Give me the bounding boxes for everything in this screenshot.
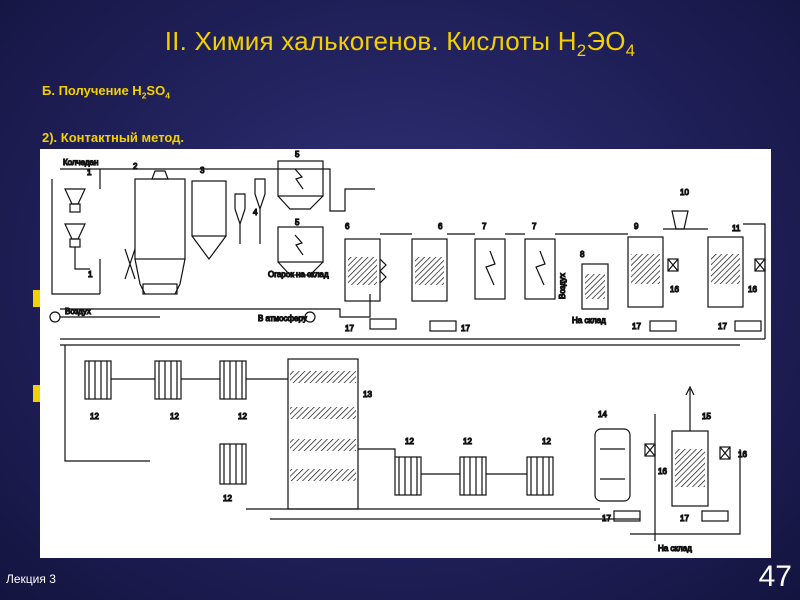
- hidden-text-fragment: [33, 385, 41, 402]
- label-12d: 12: [223, 494, 232, 503]
- slide-title: II. Химия халькогенов. Кислоты H2ЭО4: [164, 26, 636, 61]
- label-1: 1: [87, 168, 92, 177]
- hidden-text-fragment: [33, 290, 41, 307]
- label-17b: 17: [461, 324, 470, 333]
- label-17e: 17: [602, 514, 611, 523]
- label-na-sklad-2: На склад: [658, 544, 692, 553]
- label-vozdukh-mid: Воздух: [558, 273, 567, 299]
- label-13: 13: [363, 390, 372, 399]
- label-17f: 17: [680, 514, 689, 523]
- label-5b: 5: [295, 218, 300, 227]
- label-17d: 17: [718, 322, 727, 331]
- section-heading: Б. Получение H2SO4: [42, 83, 170, 101]
- label-16c: 16: [658, 467, 667, 476]
- label-12f: 12: [463, 437, 472, 446]
- label-9: 9: [634, 222, 639, 231]
- lecture-label: Лекция 3: [6, 572, 56, 586]
- label-10: 10: [680, 188, 689, 197]
- label-12a: 12: [90, 412, 99, 421]
- label-6b: 6: [438, 222, 443, 231]
- label-16b: 16: [748, 285, 757, 294]
- label-7: 7: [482, 222, 487, 231]
- page-number: 47: [758, 560, 792, 593]
- label-12c: 12: [238, 412, 247, 421]
- label-7b: 7: [532, 222, 537, 231]
- label-14: 14: [598, 410, 607, 419]
- label-na-sklad-1: На склад: [572, 316, 606, 325]
- label-16d: 16: [738, 450, 747, 459]
- label-atmosfera: В атмосферу: [258, 314, 307, 323]
- label-ogarok: Огарок на склад: [268, 270, 329, 279]
- label-8: 8: [580, 250, 585, 259]
- label-3: 3: [200, 166, 205, 175]
- label-2: 2: [133, 162, 138, 171]
- label-12g: 12: [542, 437, 551, 446]
- label-16a: 16: [670, 285, 679, 294]
- label-1b: 1: [88, 270, 93, 279]
- label-15: 15: [702, 412, 711, 421]
- method-heading: 2). Контактный метод.: [42, 130, 185, 145]
- label-12e: 12: [405, 437, 414, 446]
- label-5: 5: [295, 150, 300, 159]
- label-11: 11: [732, 224, 741, 233]
- process-flow-diagram: Колчедан 1 1 2 3 4 5 5 Огарок на склад В…: [40, 149, 771, 558]
- label-vozdukh-top: Воздух: [65, 307, 91, 316]
- label-6: 6: [345, 222, 350, 231]
- label-17c: 17: [632, 322, 641, 331]
- label-17a: 17: [345, 324, 354, 333]
- label-12b: 12: [170, 412, 179, 421]
- label-kolchedan: Колчедан: [63, 158, 98, 167]
- label-4: 4: [253, 208, 258, 217]
